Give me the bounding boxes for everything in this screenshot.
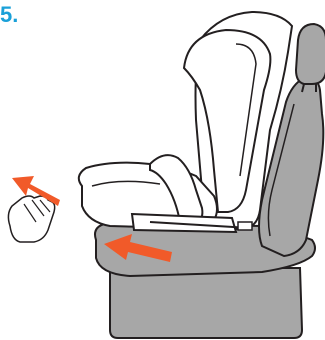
- vehicle-seat-base: [110, 268, 302, 338]
- child-seat-base-frame: [132, 214, 236, 232]
- hand-gesture-icon: [8, 196, 54, 242]
- isofix-latch: [238, 222, 252, 230]
- vehicle-seat-headrest: [296, 24, 325, 84]
- child-seat: [79, 12, 292, 232]
